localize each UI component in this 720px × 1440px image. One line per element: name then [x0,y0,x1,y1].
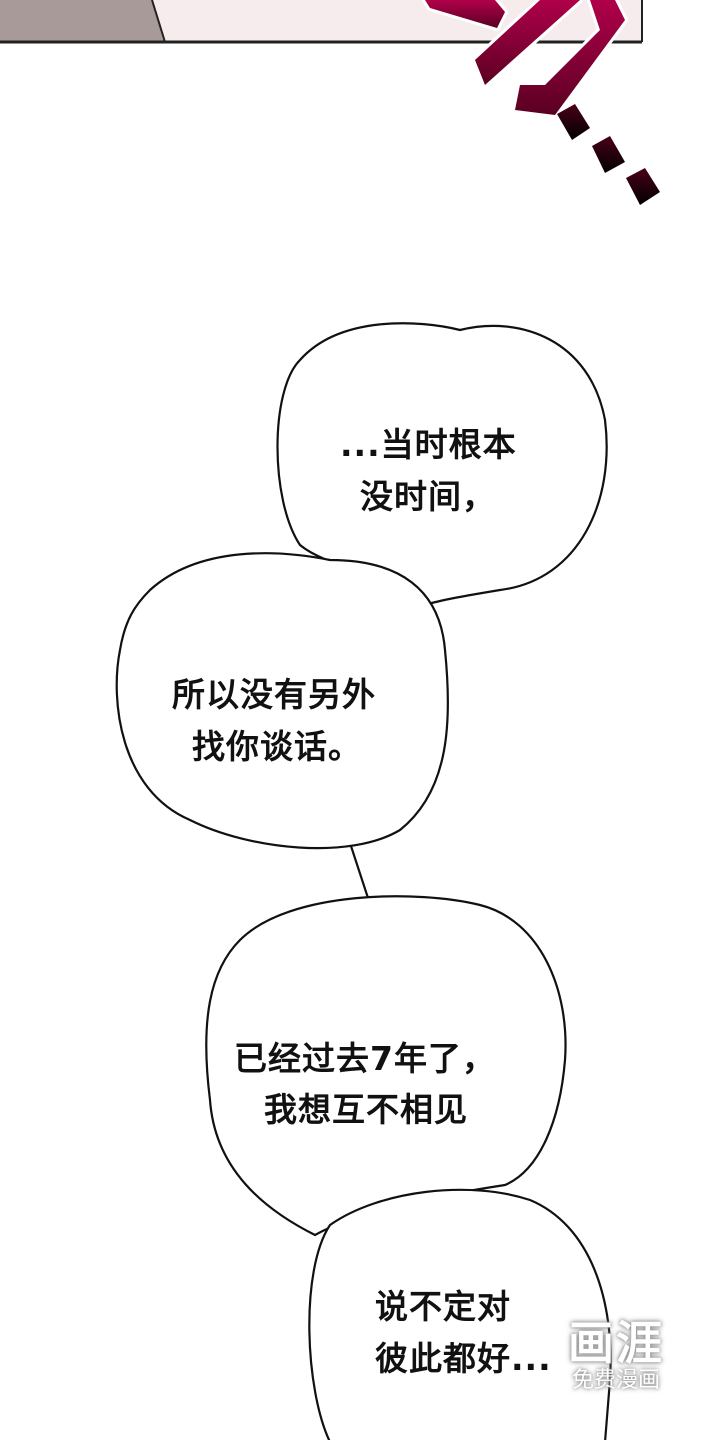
bubble-3-line-2: 我想互不相见 [264,1090,468,1129]
speech-bubble-3 [205,895,567,1237]
watermark-title: 画涯 [568,1316,664,1370]
bubble-3-line-1: 已经过去7年了， [234,1039,496,1078]
sfx-lettering [422,0,628,118]
watermark-logo: 画涯 免费漫画 [568,1318,664,1394]
bubble-4-line-1: 说不定对 [375,1287,511,1326]
bubble-2-line-1: 所以没有另外 [172,675,376,714]
bubble-4-line-2: 彼此都好... [375,1339,552,1378]
speech-bubble-2 [115,552,450,850]
speech-bubble-4 [308,1188,612,1440]
bubble-1-line-1: ...当时根本 [340,425,517,464]
bubble-1-line-2: 没时间， [360,477,496,516]
watermark-subtitle: 免费漫画 [571,1368,660,1393]
bubble-connector [348,842,370,899]
ellipsis-dots [557,104,660,205]
bubble-2-line-2: 找你谈话。 [192,727,362,766]
